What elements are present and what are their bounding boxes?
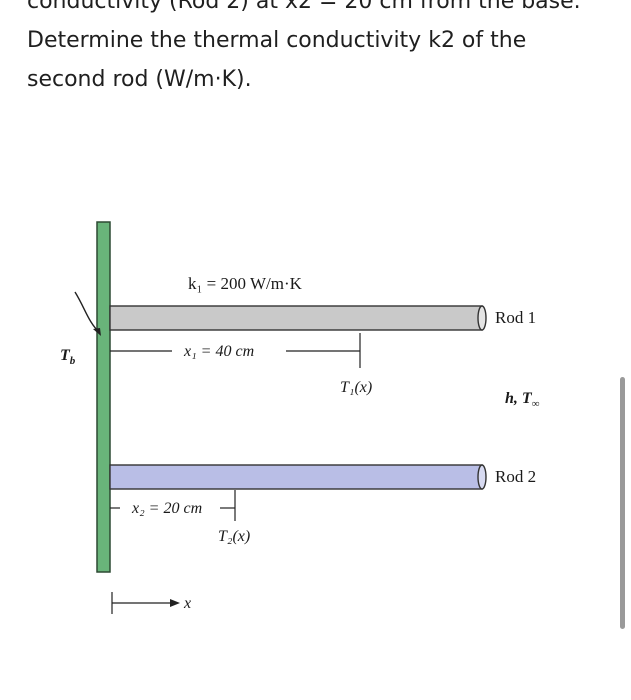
question-line-2: second rod (W/m·K). (27, 67, 252, 92)
vertical-scrollbar[interactable] (620, 377, 625, 629)
rod-2 (109, 464, 483, 490)
tb-label: Tb (60, 347, 76, 367)
tb-arrow-head (93, 328, 101, 336)
x-axis-label: x (183, 595, 191, 612)
question-text: conductivity (Rod 2) at x2 = 20 cm from … (27, 0, 607, 99)
rod-1-label: Rod 1 (495, 308, 536, 327)
x2-label: x₂ = 20 cm (131, 500, 202, 517)
h-tinf-label: h, T∞ (505, 390, 540, 410)
x1-label: x₁ = 40 cm (183, 343, 254, 360)
question-line-0: conductivity (Rod 2) at x2 = 20 cm from … (27, 0, 581, 14)
x-axis-arrow-icon (170, 599, 180, 607)
t1-label: T₁(x) (340, 379, 372, 396)
k1-label: k₁ = 200 W/m·K (188, 274, 303, 293)
base-wall (96, 221, 111, 573)
rod-2-label: Rod 2 (495, 467, 536, 486)
rod-2-end (477, 464, 487, 490)
rod-1-end (477, 305, 487, 331)
rod-1 (109, 305, 483, 331)
t2-label: T₂(x) (218, 528, 250, 545)
question-line-1: Determine the thermal conductivity k2 of… (27, 28, 527, 53)
